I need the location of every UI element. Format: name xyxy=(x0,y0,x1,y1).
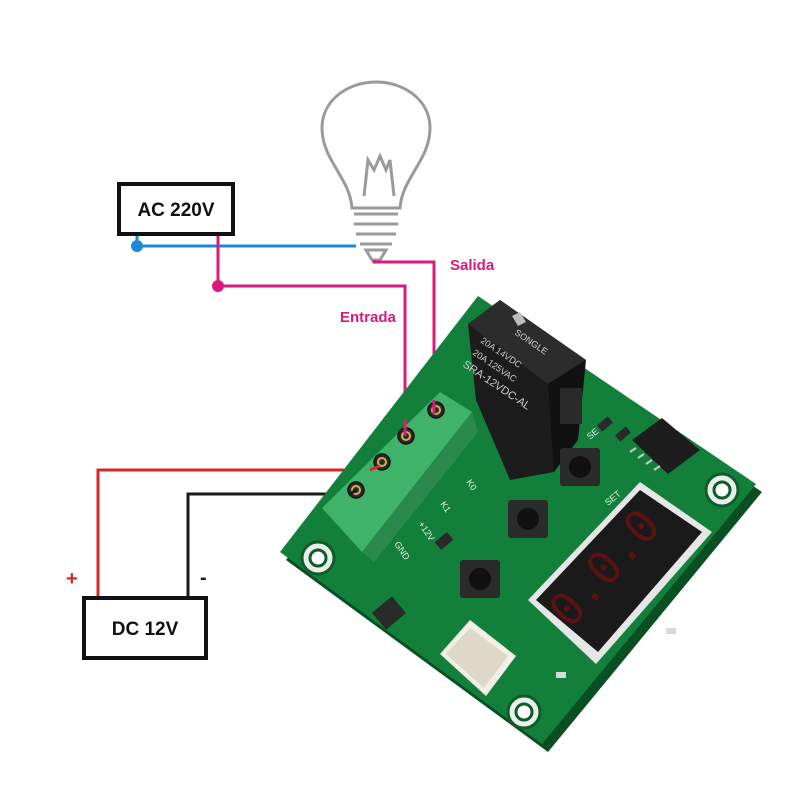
ac-line-junction xyxy=(212,280,224,292)
dc-negative-wire xyxy=(186,492,356,600)
relay-input-wire xyxy=(216,234,407,432)
ac-power-label: AC 220V xyxy=(137,200,214,221)
wire-ends xyxy=(349,400,436,496)
dc-power-label: DC 12V xyxy=(112,619,179,640)
smd-components xyxy=(371,416,676,678)
button-up[interactable] xyxy=(508,500,548,538)
screw-terminal-block xyxy=(322,392,478,562)
dc-power-source: DC 12V xyxy=(82,596,208,660)
sensor-connector xyxy=(440,620,516,696)
input-label: Entrada xyxy=(340,309,397,326)
ac-neutral-junction xyxy=(131,240,143,252)
relay-component: SONGLE 20A 14VDC 20A 125VAC SRA-12VDC-AL xyxy=(460,300,586,480)
light-bulb-icon xyxy=(320,80,432,262)
relay-output-wire xyxy=(372,260,436,415)
dc-minus-label: - xyxy=(200,567,207,589)
dc-positive-wire xyxy=(96,468,380,600)
ac-power-source: AC 220V xyxy=(117,182,235,236)
relay-logo-icon xyxy=(512,312,526,326)
ic-chip xyxy=(629,418,700,474)
thermostat-board: SONGLE 20A 14VDC 20A 125VAC SRA-12VDC-AL… xyxy=(280,296,762,752)
output-label: Salida xyxy=(450,257,495,274)
button-down[interactable] xyxy=(460,560,500,598)
mounting-holes xyxy=(300,472,740,730)
button-set[interactable] xyxy=(560,448,600,486)
dc-plus-label: + xyxy=(66,568,78,590)
